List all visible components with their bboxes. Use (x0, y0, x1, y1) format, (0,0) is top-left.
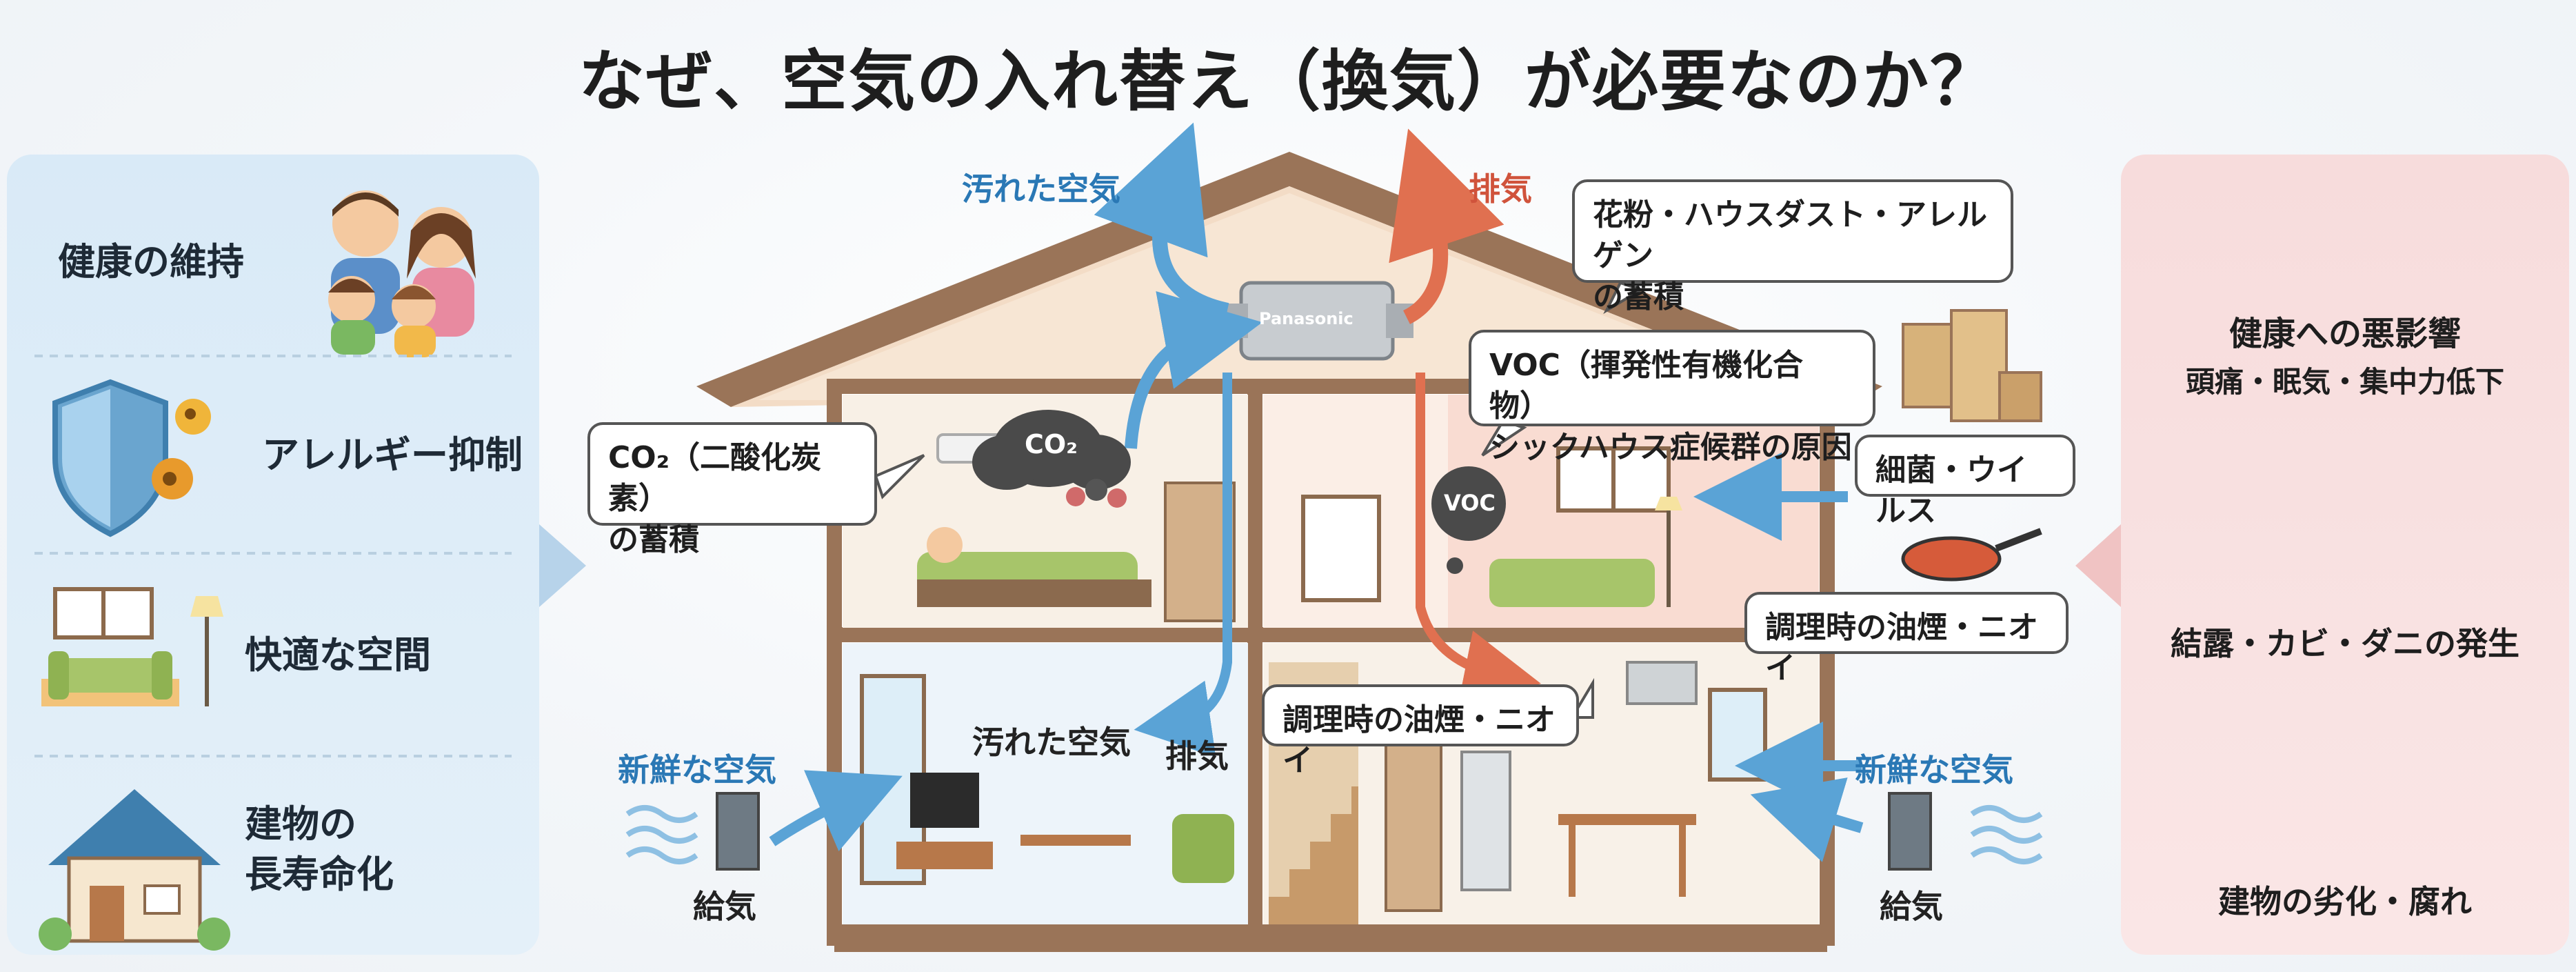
pollen-icon (152, 399, 211, 499)
fresh-air-waves-right (1970, 805, 2043, 864)
voc-circle-icon (1431, 466, 1506, 574)
fresh-air-right-arrow-2 (1750, 777, 1864, 862)
voc-callout: VOC（揮発性有機化合物） シックハウス症候群の原因 (1469, 330, 1875, 465)
panasonic-logo: Panasonic (1259, 309, 1354, 328)
dirty-air-room-label: 汚れた空気 (972, 724, 1131, 761)
cooking-center-callout: 調理時の油煙・ニオイ (1262, 684, 1579, 778)
risk-label-condensation: 結露・カビ・ダニの発生 (2171, 625, 2519, 662)
voc-circle-label: VOC (1444, 490, 1496, 516)
shield-icon (52, 379, 168, 537)
wood-planks-icon (1902, 309, 2042, 422)
dirty-air-out-arrow (1094, 122, 1229, 318)
benefits-icons (34, 190, 512, 951)
sofa-icon (41, 587, 223, 706)
supply-left-label: 給気 (693, 888, 756, 925)
risk-label-rot: 建物の劣化・腐れ (2218, 883, 2472, 920)
frying-pan-icon (1901, 528, 2042, 582)
fresh-air-left-label: 新鮮な空気 (618, 751, 776, 788)
co2-callout: CO₂（二酸化炭素） の蓄積 (587, 422, 877, 557)
exhaust-room-label: 排気 (1165, 737, 1229, 775)
exhaust-top-label: 排気 (1469, 170, 1532, 208)
filter-right-icon (1888, 792, 1932, 871)
risk-label-health: 健康への悪影響 (2228, 315, 2461, 353)
filter-left-icon (716, 792, 760, 871)
risks-panel: 健康への悪影響 頭痛・眠気・集中力低下 結露・カビ・ダニの発生 建物の劣化・腐れ (2121, 155, 2569, 955)
benefit-label-health: 健康の維持 (58, 240, 244, 284)
right-pointer (2075, 524, 2121, 607)
cooking-right-callout: 調理時の油煙・ニオイ (1744, 592, 2069, 686)
pollen-callout: 花粉・ハウスダスト・アレルゲン の蓄積 (1572, 179, 2013, 315)
fresh-air-left-arrow (769, 770, 903, 852)
benefit-label-building: 建物の 長寿命化 (245, 802, 394, 896)
left-pointer (539, 524, 586, 607)
benefits-panel: 健康の維持 (7, 155, 539, 955)
exhaust-out-arrow (1389, 128, 1505, 324)
co2-cloud-label: CO₂ (1025, 429, 1078, 459)
house-icon (39, 789, 230, 951)
benefit-label-comfort: 快適な空間 (245, 633, 431, 677)
risk-sub-health: 頭痛・眠気・集中力低下 (2185, 365, 2504, 399)
supply-right-label: 給気 (1880, 888, 1943, 925)
fresh-air-right-label: 新鮮な空気 (1855, 751, 2013, 788)
bacteria-callout: 細菌・ウイルス (1855, 435, 2075, 528)
family-icon (328, 190, 476, 357)
dirty-air-top-label: 汚れた空気 (962, 170, 1120, 208)
return-air-arrow (1125, 291, 1262, 449)
dirty-air-duct (1134, 373, 1232, 757)
page-title: なぜ、空気の入れ替え（換気）が必要なのか？ (578, 43, 1998, 120)
benefit-label-allergy: アレルギー抑制 (262, 433, 523, 477)
fresh-air-waves-left (625, 805, 698, 864)
